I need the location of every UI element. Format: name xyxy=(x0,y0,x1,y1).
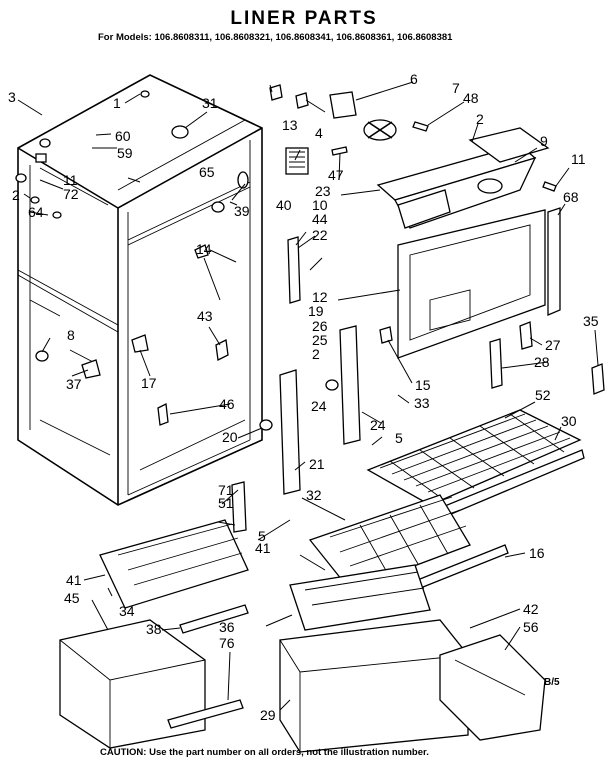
shelf-rails xyxy=(259,236,605,495)
callout-59: 59 xyxy=(117,145,133,161)
page-title: LINER PARTS xyxy=(230,8,378,29)
callout-2-left: 2 xyxy=(12,187,20,203)
callout-65: 65 xyxy=(199,164,215,180)
evaporator-cover xyxy=(376,127,557,229)
callout-27: 27 xyxy=(545,337,561,353)
callout-71: 71 xyxy=(218,482,234,498)
callout-16: 16 xyxy=(529,545,545,561)
callout-31: 31 xyxy=(202,95,218,111)
callout-13: 13 xyxy=(282,117,298,133)
callout-30: 30 xyxy=(561,413,577,429)
callout-29: 29 xyxy=(260,707,276,723)
callout-34: 34 xyxy=(119,603,135,619)
callout-21: 21 xyxy=(309,456,325,472)
callout-12: 12 xyxy=(312,289,328,305)
callout-28: 28 xyxy=(534,354,550,370)
callout-25: 25 xyxy=(312,332,328,348)
rear-panel xyxy=(397,207,561,359)
callout-68: 68 xyxy=(563,189,579,205)
shelves-and-crispers xyxy=(99,409,585,634)
leader-lines xyxy=(17,81,599,711)
callout-24-mid: 24 xyxy=(311,398,327,414)
callout-23: 23 xyxy=(315,183,331,199)
callout-36: 36 xyxy=(219,619,235,635)
callout-41-left: 41 xyxy=(66,572,82,588)
callout-11-right: 11 xyxy=(571,151,586,167)
callout-64: 64 xyxy=(28,204,44,220)
drawers xyxy=(59,481,546,753)
callout-41-mid: 41 xyxy=(255,540,271,556)
callout-38: 38 xyxy=(146,621,162,637)
callout-19: 19 xyxy=(308,303,324,319)
model-list: For Models: 106.8608311, 106.8608321, 10… xyxy=(98,32,453,43)
callout-6: 6 xyxy=(410,71,418,87)
callout-5-right: 5 xyxy=(395,430,403,446)
sheet-number: B/5 xyxy=(544,677,560,688)
callout-5-low: 5 xyxy=(258,528,266,544)
callout-33: 33 xyxy=(414,395,430,411)
liner-small-parts xyxy=(15,90,249,426)
callout-39: 39 xyxy=(234,203,250,219)
callout-35: 35 xyxy=(583,313,599,329)
callout-56: 56 xyxy=(523,619,539,635)
callout-10: 10 xyxy=(312,197,328,213)
callout-24-right: 24 xyxy=(370,417,386,433)
callout-1: 1 xyxy=(113,95,121,111)
callout-26: 26 xyxy=(312,318,328,334)
callout-2-mid: 2 xyxy=(312,346,320,362)
callout-8: 8 xyxy=(67,327,75,343)
callout-15: 15 xyxy=(415,377,431,393)
callout-11-left: 11 xyxy=(63,172,78,188)
callout-42: 42 xyxy=(523,601,539,617)
callout-32: 32 xyxy=(306,487,322,503)
callout-76: 76 xyxy=(219,635,235,651)
callout-3: 3 xyxy=(8,89,16,105)
callout-14: 14 xyxy=(196,241,212,257)
callout-51: 51 xyxy=(218,495,234,511)
callout-48: 48 xyxy=(463,90,479,106)
callout-40: 40 xyxy=(276,197,292,213)
callout-numbers: 3 1 31 60 59 11 72 2 64 65 39 13 4 6 7 4… xyxy=(8,71,599,723)
callout-20: 20 xyxy=(222,429,238,445)
callout-45: 45 xyxy=(64,590,80,606)
callout-72: 72 xyxy=(63,186,79,202)
callout-2-top: 2 xyxy=(476,111,484,127)
callout-7: 7 xyxy=(452,80,460,96)
callout-4: 4 xyxy=(315,125,323,141)
callout-52: 52 xyxy=(535,387,551,403)
callout-37: 37 xyxy=(66,376,82,392)
liner-cabinet xyxy=(17,74,263,506)
callout-22: 22 xyxy=(312,227,328,243)
callout-9: 9 xyxy=(540,133,548,149)
caution-note: CAUTION: Use the part number on all orde… xyxy=(100,747,429,758)
callout-17: 17 xyxy=(141,375,157,391)
callout-60: 60 xyxy=(115,128,131,144)
callout-43: 43 xyxy=(197,308,213,324)
callout-47: 47 xyxy=(328,167,344,183)
callout-44: 44 xyxy=(312,211,328,227)
control-parts xyxy=(269,84,429,175)
callout-46: 46 xyxy=(219,396,235,412)
